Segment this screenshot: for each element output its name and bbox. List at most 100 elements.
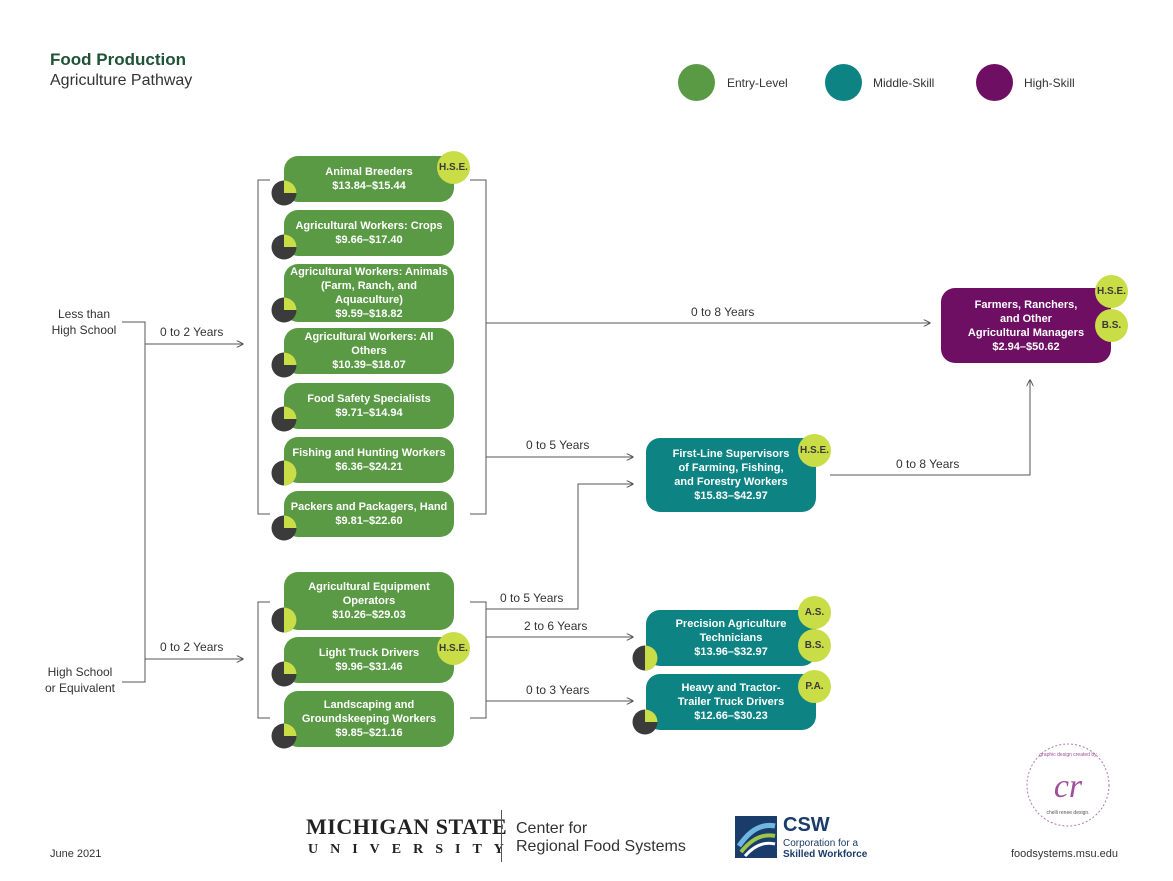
credential-badge-hse: H.S.E.	[437, 151, 470, 184]
job-box-equipment-operators: Agricultural Equipment Operators $10.26–…	[284, 572, 454, 630]
csw-name-line1: Corporation for a	[783, 838, 859, 849]
job-title: Animal Breeders	[325, 166, 413, 178]
job-wage: $6.36–$24.21	[335, 461, 403, 473]
legend-label-high: High-Skill	[1024, 76, 1075, 90]
job-wage: $9.59–$18.82	[335, 308, 403, 320]
pie-indicator-icon	[271, 460, 297, 486]
pie-indicator-icon	[632, 645, 658, 671]
group1-right-bracket	[470, 179, 487, 515]
credential-badge-bs: B.S.	[1095, 309, 1128, 342]
job-box-light-truck: Light Truck Drivers $9.96–$31.46	[284, 637, 454, 683]
credential-badge-bs: B.S.	[798, 629, 831, 662]
pie-fill	[284, 460, 297, 486]
label-group1-farmers: 0 to 8 Years	[691, 305, 755, 319]
credential-badge-hse: H.S.E.	[1095, 275, 1128, 308]
label-group2-supervisors: 0 to 5 Years	[500, 591, 564, 605]
job-title-line1: First-Line Supervisors	[672, 448, 790, 460]
job-title-line1: Agricultural Workers: Animals	[290, 266, 448, 278]
footer-website[interactable]: foodsystems.msu.edu	[1011, 848, 1118, 860]
job-title: Agricultural Workers: Crops	[295, 220, 443, 232]
job-wage: $10.26–$29.03	[332, 609, 406, 621]
pie-fill	[645, 645, 658, 671]
job-box-heavy-truck: Heavy and Tractor- Trailer Truck Drivers…	[646, 674, 816, 730]
page-subtitle: Agriculture Pathway	[50, 72, 193, 89]
job-title-line2: Operators	[342, 595, 396, 607]
legend-label-middle: Middle-Skill	[873, 76, 935, 90]
job-title-line1: Landscaping and	[323, 699, 415, 711]
job-title-line2: and Other	[1000, 312, 1052, 325]
group1-left-bracket	[257, 179, 270, 515]
job-title: Agricultural Workers: All Others	[304, 331, 434, 357]
job-title-line1: Precision Agriculture	[675, 618, 787, 630]
job-wage: $9.96–$31.46	[335, 661, 403, 673]
pie-indicator-icon	[271, 180, 297, 206]
pie-indicator-icon	[271, 723, 297, 749]
job-title: Food Safety Specialists	[307, 393, 431, 405]
job-box-farmers: Farmers, Ranchers, and Other Agricultura…	[941, 288, 1111, 363]
pie-indicator-icon	[632, 709, 658, 735]
job-wage: $10.39–$18.07	[332, 359, 406, 371]
footer-date: June 2021	[50, 848, 102, 860]
designer-name: chelli renee design.	[1046, 810, 1089, 816]
credential-badge-hse: H.S.E.	[798, 434, 831, 467]
legend-dot-entry	[678, 64, 715, 101]
job-title-line2: Technicians	[699, 632, 763, 644]
job-title-line1: Farmers, Ranchers,	[974, 298, 1078, 311]
job-wage: $12.66–$30.23	[694, 710, 768, 722]
designer-seal-icon: cr chelli renee design. graphic design c…	[1026, 743, 1110, 827]
legend-label-entry: Entry-Level	[727, 76, 788, 90]
pie-indicator-icon	[271, 607, 297, 633]
job-wage: $2.94–$50.62	[992, 340, 1060, 353]
job-box-fishing-hunting: Fishing and Hunting Workers $6.36–$24.21	[284, 437, 454, 483]
legend-dot-middle	[825, 64, 862, 101]
job-title-line3: Agricultural Managers	[967, 326, 1085, 339]
designer-caption: graphic design created by	[1039, 752, 1097, 758]
pie-fill	[284, 406, 297, 419]
center-name: Center for Regional Food Systems	[516, 820, 686, 856]
job-wage: $13.96–$32.97	[694, 646, 768, 658]
job-wage: $9.85–$21.16	[335, 727, 403, 739]
pie-indicator-icon	[271, 406, 297, 432]
job-box-ag-workers-animals: Agricultural Workers: Animals (Farm, Ran…	[284, 264, 454, 322]
job-wage: $13.84–$15.44	[332, 180, 406, 192]
pie-indicator-icon	[271, 297, 297, 323]
credential-badge-pa: P.A.	[798, 670, 831, 703]
pie-indicator-icon	[271, 515, 297, 541]
job-title-line2: of Farming, Fishing,	[678, 462, 784, 474]
logo-divider	[501, 810, 502, 862]
pie-indicator-icon	[271, 661, 297, 687]
group2-right-bracket	[470, 601, 487, 719]
arrow-supervisors-farmers	[830, 380, 1030, 476]
job-title-line3: and Forestry Workers	[674, 476, 788, 488]
pie-fill	[284, 180, 297, 193]
job-title-line2: Groundskeeping Workers	[301, 713, 437, 725]
job-box-landscaping: Landscaping and Groundskeeping Workers $…	[284, 691, 454, 747]
job-title: Light Truck Drivers	[318, 647, 420, 659]
designer-monogram: cr	[1054, 768, 1083, 805]
group2-left-bracket	[257, 601, 270, 719]
job-box-ag-workers-crops: Agricultural Workers: Crops $9.66–$17.40	[284, 210, 454, 256]
pie-fill	[284, 607, 297, 633]
msu-wordmark-line2: UNIVERSITY	[308, 842, 516, 857]
csw-logo-icon	[735, 816, 777, 858]
csw-name: Corporation for a Skilled Workforce	[783, 838, 867, 860]
center-name-line2: Regional Food Systems	[516, 838, 686, 855]
job-box-precision-ag: Precision Agriculture Technicians $13.96…	[646, 610, 816, 666]
job-title-line2: Trailer Truck Drivers	[677, 696, 785, 708]
job-title: Packers and Packagers, Hand	[290, 501, 448, 513]
pie-fill	[284, 515, 297, 528]
pie-indicator-icon	[271, 234, 297, 260]
job-wage: $9.71–$14.94	[335, 407, 403, 419]
job-wage: $15.83–$42.97	[694, 490, 768, 502]
pie-fill	[284, 297, 297, 310]
job-title-line1: Agricultural Equipment	[308, 581, 430, 593]
pie-fill	[284, 234, 297, 247]
entry-spine	[122, 321, 146, 683]
msu-wordmark-line1: MICHIGAN STATE	[306, 814, 508, 839]
pie-fill	[284, 661, 297, 674]
page-title: Food Production	[50, 50, 186, 69]
label-group1-supervisors: 0 to 5 Years	[526, 438, 590, 452]
csw-acronym: CSW	[783, 814, 830, 836]
